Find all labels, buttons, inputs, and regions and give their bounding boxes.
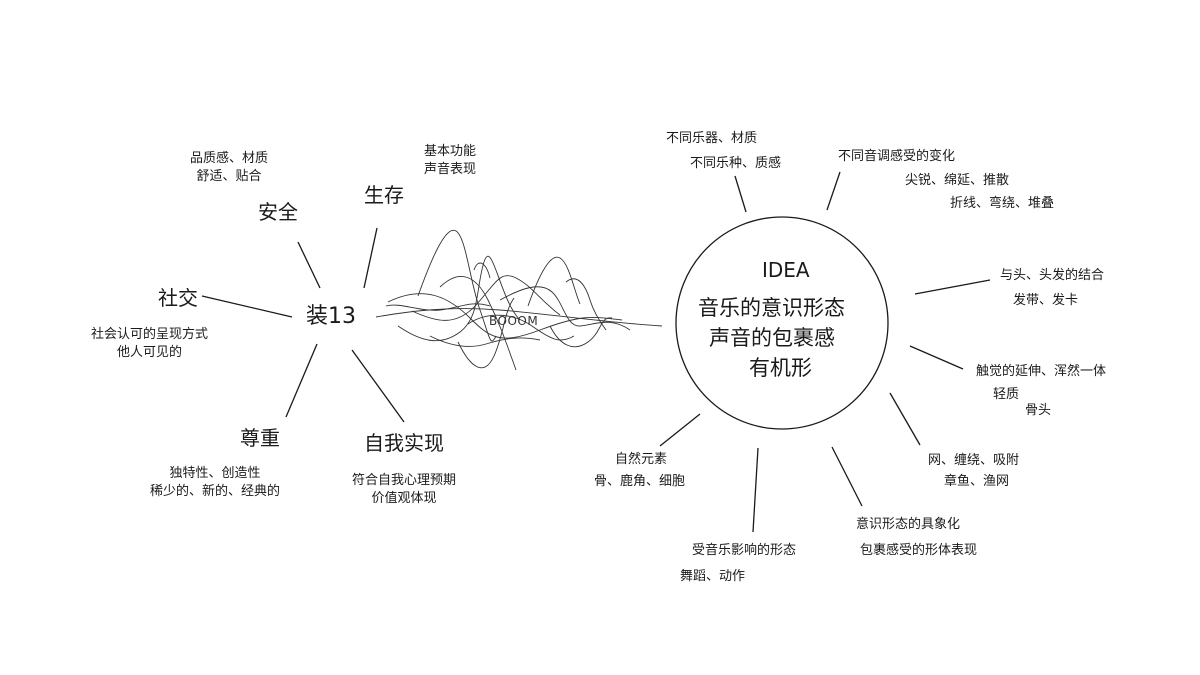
idea-circle [675, 216, 889, 430]
boom-label: BOOOM [489, 314, 539, 328]
branch-music-form-line-1: 受音乐影响的形态 [692, 543, 797, 558]
connector-social [201, 295, 293, 318]
connector-touch [909, 345, 964, 370]
branch-concrete-line-1: 意识形态的具象化 [856, 517, 961, 532]
branch-net-line-2: 章鱼、渔网 [944, 474, 1010, 489]
branch-touch-line-1: 触觉的延伸、浑然一体 [976, 364, 1107, 379]
idea-line-2: 声音的包裹感 [709, 326, 835, 350]
node-social: 社交 [158, 286, 198, 310]
connector-safety [297, 241, 321, 289]
branch-music-form-line-2: 舞蹈、动作 [680, 569, 746, 584]
idea-line-3: 有机形 [749, 356, 812, 380]
branch-nature-line-2: 骨、鹿角、细胞 [594, 474, 686, 489]
respect-notes: 独特性、创造性 稀少的、新的、经典的 [150, 466, 281, 499]
connector-tone [826, 171, 841, 211]
survival-notes: 基本功能 声音表现 [424, 144, 477, 177]
node-safety: 安全 [258, 200, 298, 224]
branch-head-line-2: 发带、发卡 [1013, 293, 1079, 308]
branch-instruments-line-2: 不同乐种、质感 [690, 156, 782, 171]
connector-net [889, 392, 921, 446]
branch-tone-line-1: 不同音调感受的变化 [838, 149, 956, 164]
connector-instruments [734, 175, 747, 213]
branch-concrete-line-2: 包裹感受的形体表现 [860, 543, 978, 558]
connector-head [914, 279, 991, 295]
connector-music-form [752, 447, 759, 533]
safety-notes: 品质感、材质 舒适、贴合 [190, 151, 269, 184]
branch-touch-line-3: 骨头 [1025, 403, 1052, 418]
connector-self [351, 349, 405, 423]
connector-survival [363, 227, 378, 289]
idea-line-1: 音乐的意识形态 [698, 296, 845, 320]
center-topic: 装13 [306, 304, 356, 329]
social-notes: 社会认可的呈现方式 他人可见的 [91, 327, 209, 360]
branch-instruments-line-1: 不同乐器、材质 [666, 131, 758, 146]
branch-net-line-1: 网、缠绕、吸附 [928, 453, 1020, 468]
node-survival: 生存 [364, 183, 404, 207]
node-self-actualization: 自我实现 [364, 431, 444, 455]
branch-tone-line-3: 折线、弯绕、堆叠 [950, 196, 1055, 211]
branch-touch-line-2: 轻质 [993, 387, 1020, 402]
connector-concrete [831, 446, 863, 507]
branch-head-line-1: 与头、头发的结合 [1000, 268, 1105, 283]
connector-respect [285, 343, 318, 418]
branch-nature-line-1: 自然元素 [615, 452, 668, 467]
branch-tone-line-2: 尖锐、绵延、推散 [905, 173, 1010, 188]
connector-nature [659, 413, 701, 447]
node-respect: 尊重 [240, 426, 280, 450]
idea-title: IDEA [762, 258, 810, 282]
sound-wave-scribble [375, 229, 663, 371]
self-notes: 符合自我心理预期 价值观体现 [352, 473, 457, 506]
